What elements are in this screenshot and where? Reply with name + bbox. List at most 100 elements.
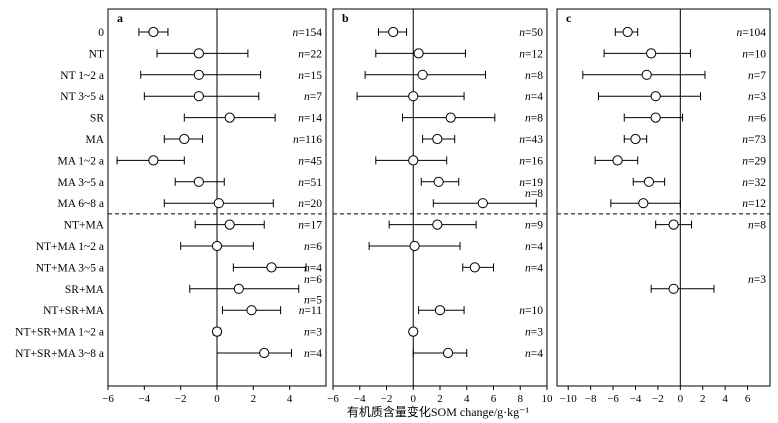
n-label: n=17	[298, 220, 322, 232]
panel-frame	[332, 8, 548, 387]
data-point	[163, 198, 274, 209]
data-point	[183, 112, 276, 123]
category-label: SR+MA	[65, 284, 105, 296]
data-point	[432, 198, 537, 209]
data-point	[655, 219, 693, 230]
n-label: n=29	[742, 155, 766, 167]
n-label: n=4	[304, 348, 322, 360]
n-label: n=5	[304, 295, 322, 307]
category-label: SR	[90, 113, 104, 125]
n-label: n=7	[748, 70, 766, 82]
n-label: n=4	[525, 241, 543, 253]
x-tick-label: −4	[138, 393, 150, 405]
n-label: n=73	[742, 134, 766, 146]
n-label: n=43	[519, 134, 543, 146]
x-tick-label: −6	[102, 393, 114, 405]
category-label: NT 1~2 a	[60, 70, 104, 82]
category-label: NT 3~5 a	[60, 91, 104, 103]
n-label: n=51	[298, 177, 322, 189]
x-tick-label: 6	[745, 393, 751, 405]
x-tick-label: −2	[175, 393, 187, 405]
mean-marker	[211, 240, 223, 252]
n-label: n=50	[519, 27, 543, 39]
n-label: n=8	[525, 70, 543, 82]
x-tick-label: −4	[630, 393, 642, 405]
data-point	[116, 155, 185, 166]
mean-marker	[193, 69, 204, 80]
mean-marker	[650, 112, 661, 123]
n-label: n=104	[737, 27, 767, 39]
mean-marker	[668, 219, 679, 230]
mean-marker	[259, 347, 270, 359]
mean-marker	[409, 240, 420, 252]
n-label: n=4	[525, 91, 543, 103]
data-point	[610, 198, 681, 209]
mean-marker	[434, 305, 446, 316]
x-tick-label: 2	[437, 393, 443, 405]
n-label: n=20	[298, 198, 322, 210]
data-point	[623, 133, 648, 145]
mean-marker	[432, 219, 443, 230]
n-label: n=12	[742, 198, 766, 210]
mean-marker	[266, 262, 277, 273]
n-label: n=3	[525, 327, 543, 339]
n-label: n=3	[748, 91, 766, 103]
n-label: n=12	[519, 48, 543, 60]
data-point	[356, 91, 465, 102]
data-point	[377, 26, 408, 38]
mean-marker	[193, 48, 204, 59]
panel-letter: c	[566, 11, 572, 25]
n-label: n=9	[525, 220, 543, 232]
mean-marker	[612, 155, 623, 166]
x-tick-label: −6	[327, 393, 339, 405]
data-point	[375, 48, 466, 59]
n-label: n=4	[304, 262, 322, 274]
category-label: MA 3~5 a	[58, 177, 104, 189]
n-label: n=6	[304, 241, 322, 253]
x-tick-label: 8	[518, 393, 524, 405]
mean-marker	[469, 262, 480, 273]
mean-marker	[193, 176, 204, 187]
n-label: n=10	[742, 48, 766, 60]
mean-marker	[233, 283, 244, 294]
category-label: NT+SR+MA 1~2 a	[15, 327, 104, 339]
n-label: n=22	[298, 48, 322, 60]
mean-marker	[622, 26, 633, 38]
x-tick-label: −4	[354, 393, 366, 405]
mean-marker	[408, 155, 419, 166]
n-label: n=32	[742, 177, 766, 189]
x-tick-label: −6	[607, 393, 619, 405]
mean-marker	[650, 91, 661, 102]
n-label: n=11	[299, 305, 323, 317]
data-point	[143, 91, 260, 102]
category-label: NT	[89, 48, 104, 60]
data-point	[174, 176, 225, 187]
mean-marker	[668, 283, 679, 294]
x-tick-label: 4	[722, 393, 728, 405]
x-tick-label: 10	[542, 393, 554, 405]
data-point	[368, 240, 461, 252]
mean-marker	[224, 219, 235, 230]
mean-marker	[413, 48, 424, 59]
data-point	[632, 176, 666, 187]
data-point	[623, 112, 684, 123]
data-point	[462, 262, 494, 273]
panel-letter: a	[117, 11, 123, 25]
category-label: NT+MA 3~5 a	[36, 262, 104, 274]
n-label: n=14	[298, 113, 322, 125]
data-point	[412, 347, 468, 359]
data-point	[189, 283, 300, 294]
mean-marker	[417, 69, 428, 80]
data-point	[418, 305, 465, 316]
data-point	[364, 69, 486, 80]
x-tick-label: 0	[678, 393, 684, 405]
n-label: n=10	[519, 305, 543, 317]
data-point	[420, 176, 460, 187]
data-point	[140, 69, 262, 80]
mean-marker	[646, 48, 657, 59]
x-tick-label: 4	[464, 393, 470, 405]
